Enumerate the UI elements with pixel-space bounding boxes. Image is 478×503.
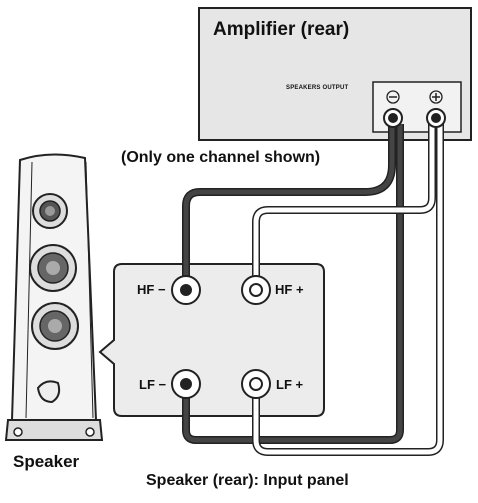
hf-plus-label: HF +: [275, 282, 304, 297]
amplifier-negative-terminal: [383, 108, 403, 128]
amplifier-minus-symbol-icon: [386, 90, 400, 104]
amplifier-plus-symbol-icon: [429, 90, 443, 104]
terminal-hf-plus: [241, 275, 271, 305]
lf-minus-label: LF −: [139, 377, 167, 392]
terminal-hf-minus: [171, 275, 201, 305]
lf-plus-label: LF +: [276, 377, 304, 392]
speaker-caption: Speaker: [13, 452, 80, 471]
input-panel-caption: Speaker (rear): Input panel: [146, 472, 349, 489]
hf-minus-label: HF −: [137, 282, 166, 297]
terminal-lf-minus: [171, 369, 201, 399]
positive-cable: [252, 124, 444, 456]
amplifier-title: Amplifier (rear): [213, 19, 350, 40]
terminal-lf-plus: [241, 369, 271, 399]
speakers-output-label: SPEAKERS OUTPUT: [286, 85, 349, 91]
amplifier-positive-terminal: [426, 108, 446, 128]
channel-note: (Only one channel shown): [121, 149, 321, 166]
speaker-illustration-icon: [4, 153, 104, 441]
negative-cable: [182, 124, 404, 444]
